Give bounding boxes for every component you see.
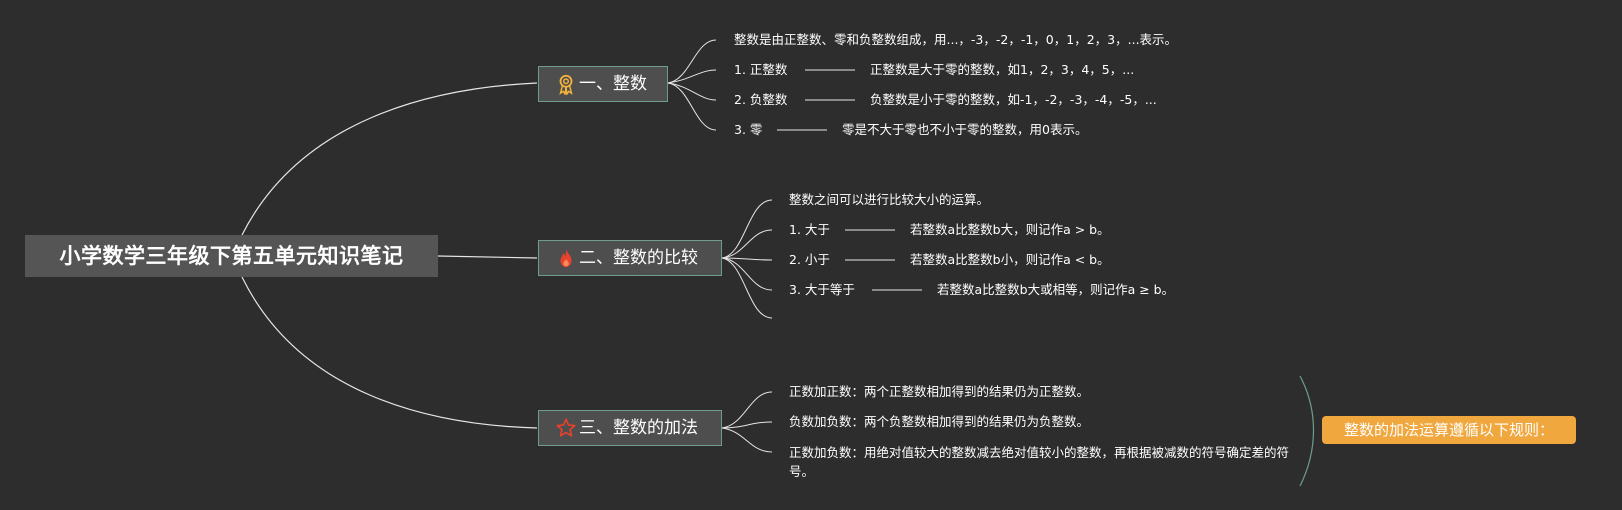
topic-integers[interactable]: 一、整数 (538, 66, 668, 102)
connector-b2-item-2 (721, 229, 773, 259)
connector-b3-item-1 (721, 391, 773, 429)
b2-item-less-detail[interactable]: 若整数a比整数b小，则记作a < b。 (910, 252, 1110, 267)
b1-item-negative-detail[interactable]: 负整数是小于零的整数，如-1，-2，-3，-4，-5，... (870, 92, 1157, 107)
topic-label: 三、整数的加法 (579, 418, 698, 438)
b2-item-greater-label[interactable]: 1. 大于 (789, 222, 830, 237)
b1-item-definition[interactable]: 整数是由正整数、零和负整数组成，用...，-3，-2，-1，0，1，2，3，..… (734, 32, 1178, 47)
award-ribbon-icon (555, 73, 577, 95)
b3-item-pos-plus-pos[interactable]: 正数加正数：两个正整数相加得到的结果仍为正整数。 (789, 384, 1090, 399)
connector-b3-item-2 (721, 421, 773, 429)
b1-item-positive-label[interactable]: 1. 正整数 (734, 62, 788, 77)
b1-item-positive-detail[interactable]: 正整数是大于零的整数，如1，2，3，4，5，... (870, 62, 1135, 77)
topic-label: 二、整数的比较 (579, 248, 698, 268)
connector-b1-item-4 (667, 82, 717, 131)
summary-bracket (1299, 375, 1314, 487)
b2-item-gte-detail[interactable]: 若整数a比整数b大或相等，则记作a ≥ b。 (937, 282, 1175, 297)
topic-integer-comparison[interactable]: 二、整数的比较 (538, 240, 722, 276)
connector-root-branch-2 (437, 255, 538, 259)
b1-item-zero-label[interactable]: 3. 零 (734, 122, 763, 137)
b3-item-neg-plus-neg[interactable]: 负数加负数：两个负整数相加得到的结果仍为负整数。 (789, 414, 1090, 429)
connector-b2-item-3 (721, 257, 773, 261)
b2-item-less-label[interactable]: 2. 小于 (789, 252, 830, 267)
addition-summary-callout[interactable]: 整数的加法运算遵循以下规则： (1322, 416, 1576, 444)
connector-b2-item-5 (721, 257, 773, 319)
connector-root-branch-3 (241, 276, 538, 429)
connector-b1-item-2 (667, 69, 717, 84)
topic-integer-addition[interactable]: 三、整数的加法 (538, 410, 722, 446)
b2-item-gte-label[interactable]: 3. 大于等于 (789, 282, 855, 297)
root-topic[interactable]: 小学数学三年级下第五单元知识笔记 (25, 235, 438, 277)
connector-b2-item-4 (721, 257, 773, 291)
topic-label: 一、整数 (579, 74, 647, 94)
star-outline-icon (555, 417, 577, 439)
connector-b3-item-3 (721, 427, 773, 453)
connector-b2-item-1 (721, 199, 773, 259)
b1-item-zero-detail[interactable]: 零是不大于零也不小于零的整数，用0表示。 (842, 122, 1088, 137)
b1-item-negative-label[interactable]: 2. 负整数 (734, 92, 788, 107)
connector-root-branch-1 (241, 82, 538, 236)
connector-b1-item-1 (667, 39, 717, 84)
b2-item-greater-detail[interactable]: 若整数a比整数b大，则记作a > b。 (910, 222, 1110, 237)
b2-item-intro[interactable]: 整数之间可以进行比较大小的运算。 (789, 192, 990, 207)
flame-icon (555, 247, 577, 269)
b3-item-pos-plus-neg[interactable]: 正数加负数：用绝对值较大的整数减去绝对值较小的整数，再根据被减数的符号确定差的符… (789, 445, 1290, 479)
